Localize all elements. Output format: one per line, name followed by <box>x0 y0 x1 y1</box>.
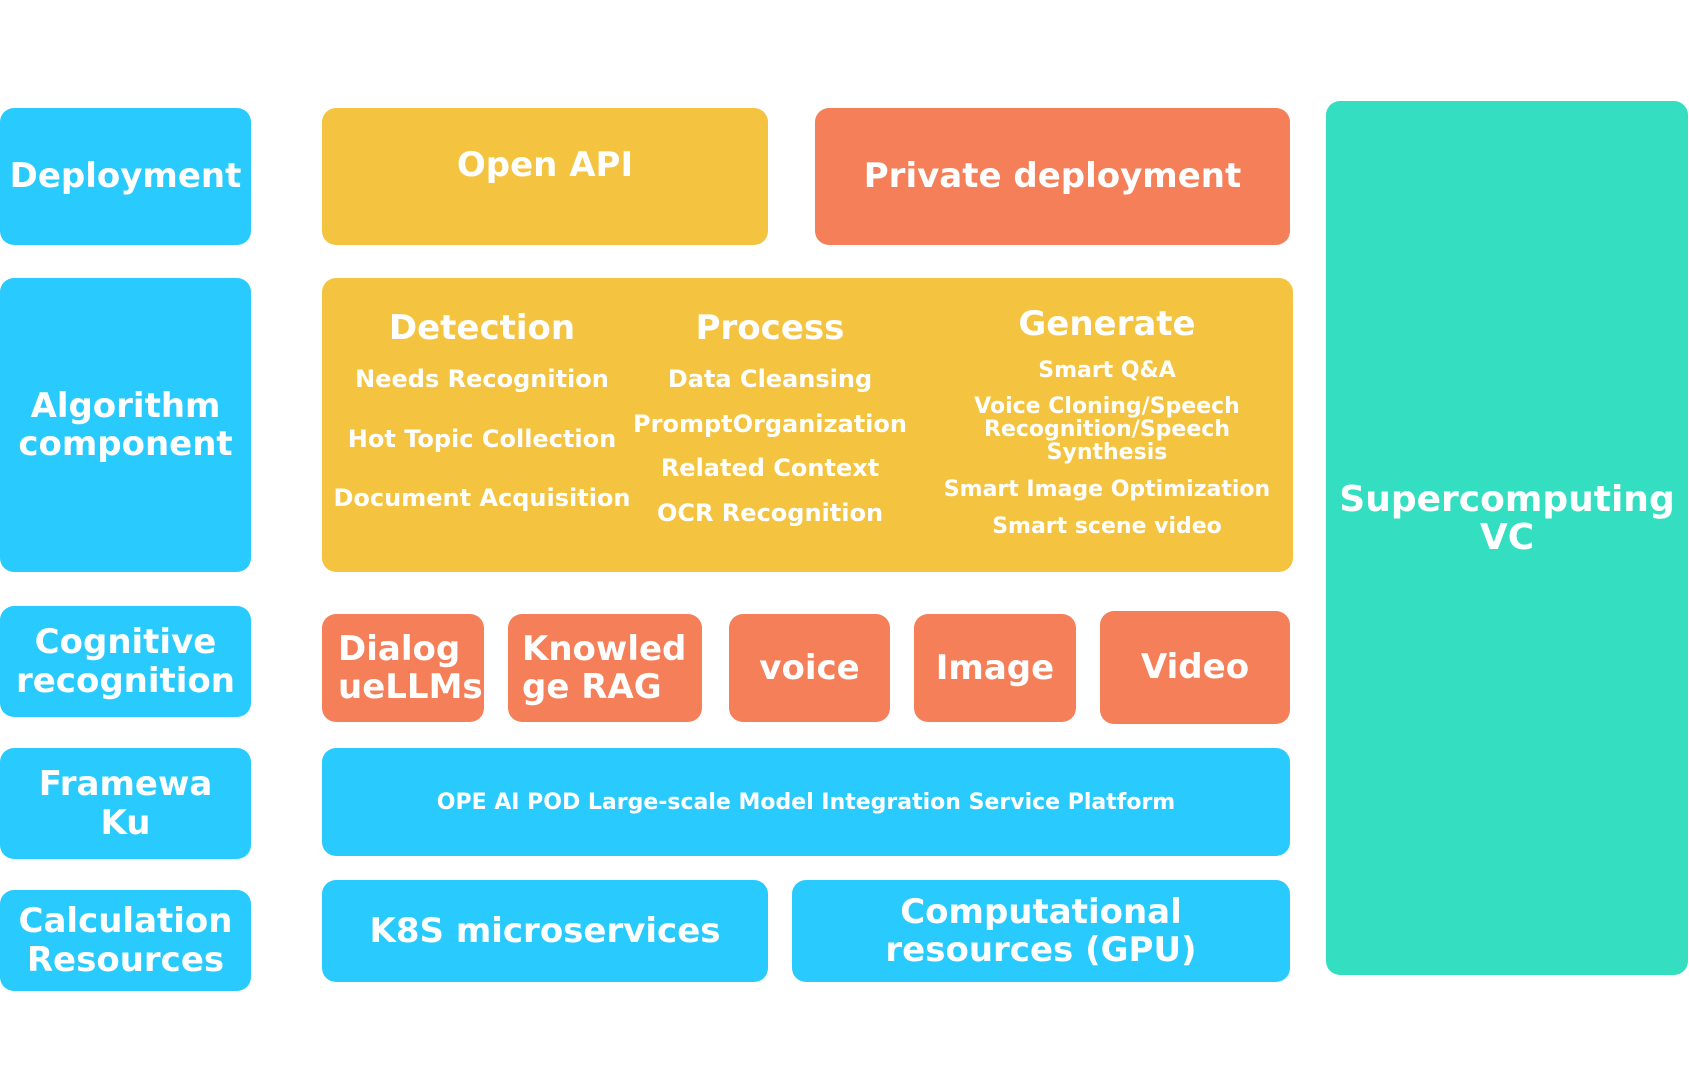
private-deployment-label: Private deployment <box>863 156 1242 197</box>
framework-platform-box: OPE AI POD Large-scale Model Integration… <box>322 748 1290 856</box>
column-title: Detection <box>388 308 576 348</box>
column-item: Smart Image Optimization <box>943 476 1271 502</box>
column-title: Process <box>695 308 845 348</box>
cognitive-item-video: Video <box>1100 611 1290 724</box>
layer-label-cognitive: Cognitive recognition <box>0 606 251 717</box>
open-api-label: Open API <box>456 145 634 185</box>
algorithm-column-process: Process Data Cleansing PromptOrganizatio… <box>633 308 907 527</box>
cognitive-item-label: Video <box>1140 647 1250 688</box>
layer-label-text: Algorithm component <box>18 385 233 464</box>
layer-label-text: Calculation Resources <box>18 901 233 980</box>
column-item: Hot Topic Collection <box>347 424 617 453</box>
open-api-box: Open API <box>322 108 768 245</box>
layer-label-algorithm: Algorithm component <box>0 278 251 572</box>
cognitive-item-label: Knowled ge RAG <box>522 628 687 707</box>
algorithm-column-detection: Detection Needs Recognition Hot Topic Co… <box>332 308 632 513</box>
cognitive-item-voice: voice <box>729 614 890 722</box>
column-item: Document Acquisition <box>333 484 631 513</box>
column-item: PromptOrganization <box>633 409 907 438</box>
column-item: Needs Recognition <box>355 365 609 393</box>
column-title: Generate <box>1018 304 1196 344</box>
framework-platform-label: OPE AI POD Large-scale Model Integration… <box>436 789 1176 815</box>
layer-label-calculation: Calculation Resources <box>0 890 251 991</box>
column-item: OCR Recognition <box>656 498 884 527</box>
gpu-resources-box: Computational resources (GPU) <box>792 880 1290 982</box>
cognitive-item-image: Image <box>914 614 1076 722</box>
column-item: Voice Cloning/Speech Recognition/Speech … <box>974 394 1240 466</box>
layer-label-text: Framewa Ku <box>38 764 213 843</box>
cognitive-item-knowledge-rag: Knowled ge RAG <box>508 614 702 722</box>
layer-label-framework: Framewa Ku <box>0 748 251 859</box>
supercomputing-vc-box: Supercomputing VC <box>1326 101 1688 975</box>
algorithm-column-generate: Generate Smart Q&A Voice Cloning/Speech … <box>922 304 1292 539</box>
cognitive-item-label: Image <box>935 647 1055 688</box>
k8s-microservices-box: K8S microservices <box>322 880 768 982</box>
layer-label-text: Deployment <box>9 156 242 197</box>
cognitive-item-label: voice <box>759 647 860 688</box>
column-item: Related Context <box>660 454 880 483</box>
layer-label-deployment: Deployment <box>0 108 251 245</box>
column-item: Data Cleansing <box>667 365 873 393</box>
cognitive-item-label: Dialog ueLLMs <box>338 628 483 707</box>
private-deployment-box: Private deployment <box>815 108 1290 245</box>
gpu-resources-label: Computational resources (GPU) <box>885 891 1197 970</box>
k8s-microservices-label: K8S microservices <box>369 910 721 951</box>
algorithm-box: Detection Needs Recognition Hot Topic Co… <box>322 278 1293 572</box>
column-item: Smart Q&A <box>1038 358 1176 383</box>
cognitive-item-dialog-llms: Dialog ueLLMs <box>322 614 484 722</box>
supercomputing-vc-label: Supercomputing VC <box>1339 479 1675 558</box>
layer-label-text: Cognitive recognition <box>15 622 235 701</box>
column-item: Smart scene video <box>992 513 1222 539</box>
